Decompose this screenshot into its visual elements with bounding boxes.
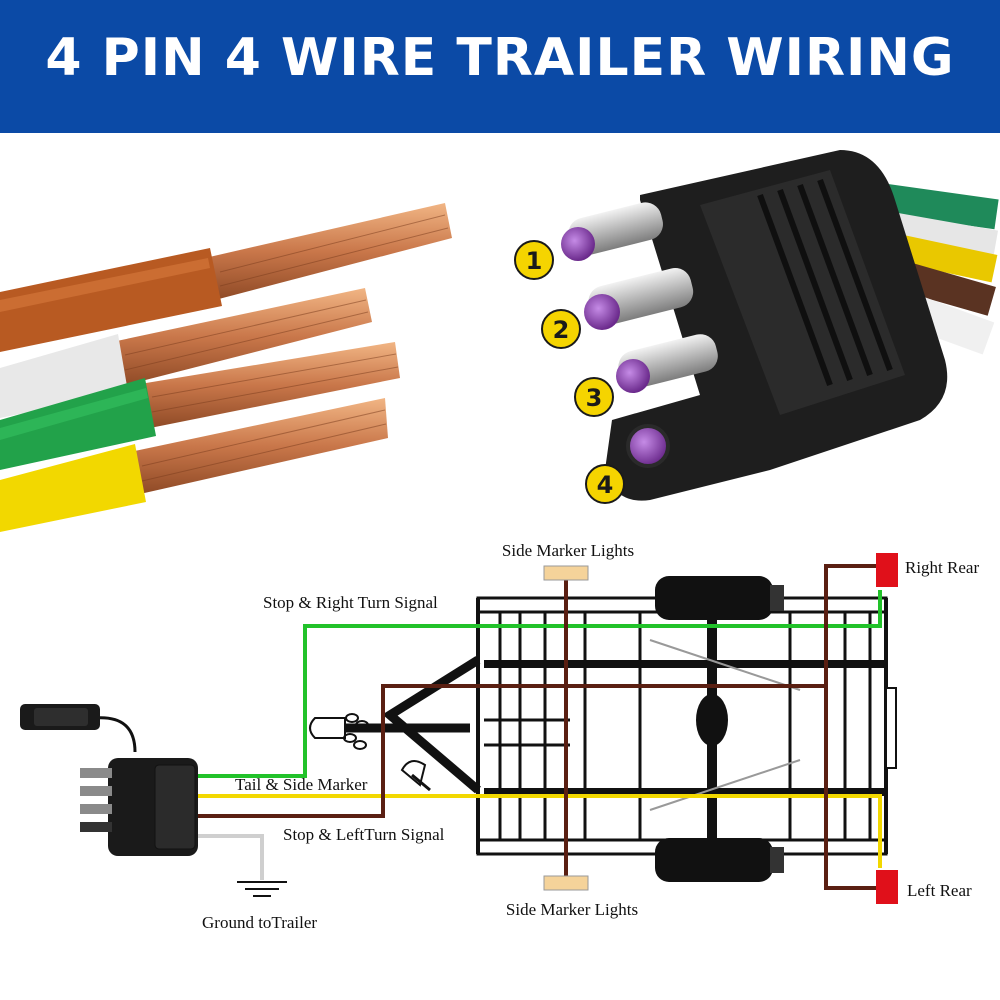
diagram-connector <box>20 704 198 856</box>
stop-left-turn-label: Stop & LeftTurn Signal <box>283 825 445 844</box>
tail-side-marker-label: Tail & Side Marker <box>235 775 368 794</box>
side-marker-light-bottom <box>543 875 589 891</box>
pin-4-socket <box>626 424 670 468</box>
yellow-signal-wire <box>198 794 882 868</box>
svg-text:4: 4 <box>597 471 614 499</box>
yellow-wire-copper <box>130 398 388 494</box>
page-title: 4 PIN 4 WIRE TRAILER WIRING <box>45 28 955 88</box>
ground-to-trailer-label: Ground toTrailer <box>202 913 317 932</box>
white-ground-wire <box>198 834 264 880</box>
left-rear-label: Left Rear <box>907 881 972 900</box>
svg-text:2: 2 <box>553 316 570 344</box>
brown-wire-copper <box>205 203 452 300</box>
pin-3-tip <box>616 359 650 393</box>
side-marker-lights-bottom-label: Side Marker Lights <box>506 900 638 919</box>
stop-right-turn-label: Stop & Right Turn Signal <box>263 593 438 612</box>
pin-1-tip <box>561 227 595 261</box>
side-marker-lights-top-label: Side Marker Lights <box>502 541 634 560</box>
green-signal-wire <box>198 590 882 778</box>
tire-top <box>655 576 773 620</box>
yellow-wire <box>0 444 146 532</box>
white-wire-copper <box>112 288 372 386</box>
pin-badge-1: 1 <box>514 240 554 280</box>
right-rear-lamp <box>876 553 898 587</box>
title-banner: 4 PIN 4 WIRE TRAILER WIRING <box>0 0 1000 133</box>
green-wire-copper <box>140 342 400 428</box>
ground-icon <box>237 881 287 897</box>
stripped-wires <box>0 203 452 532</box>
svg-text:1: 1 <box>526 247 543 275</box>
brown-tail-wire <box>198 684 825 818</box>
connector-photo: 1 2 3 4 <box>514 150 999 504</box>
svg-text:3: 3 <box>586 384 603 412</box>
trailer-frame <box>309 596 897 856</box>
brown-rear-loop <box>824 564 878 890</box>
pin-badge-2: 2 <box>541 309 581 349</box>
side-marker-light-top <box>543 565 589 581</box>
pin-badge-3: 3 <box>574 377 614 417</box>
tire-bottom <box>655 838 773 882</box>
pin-2-tip <box>584 294 620 330</box>
pin-badge-4: 4 <box>585 464 625 504</box>
left-rear-lamp <box>876 870 898 904</box>
right-rear-label: Right Rear <box>905 558 979 577</box>
